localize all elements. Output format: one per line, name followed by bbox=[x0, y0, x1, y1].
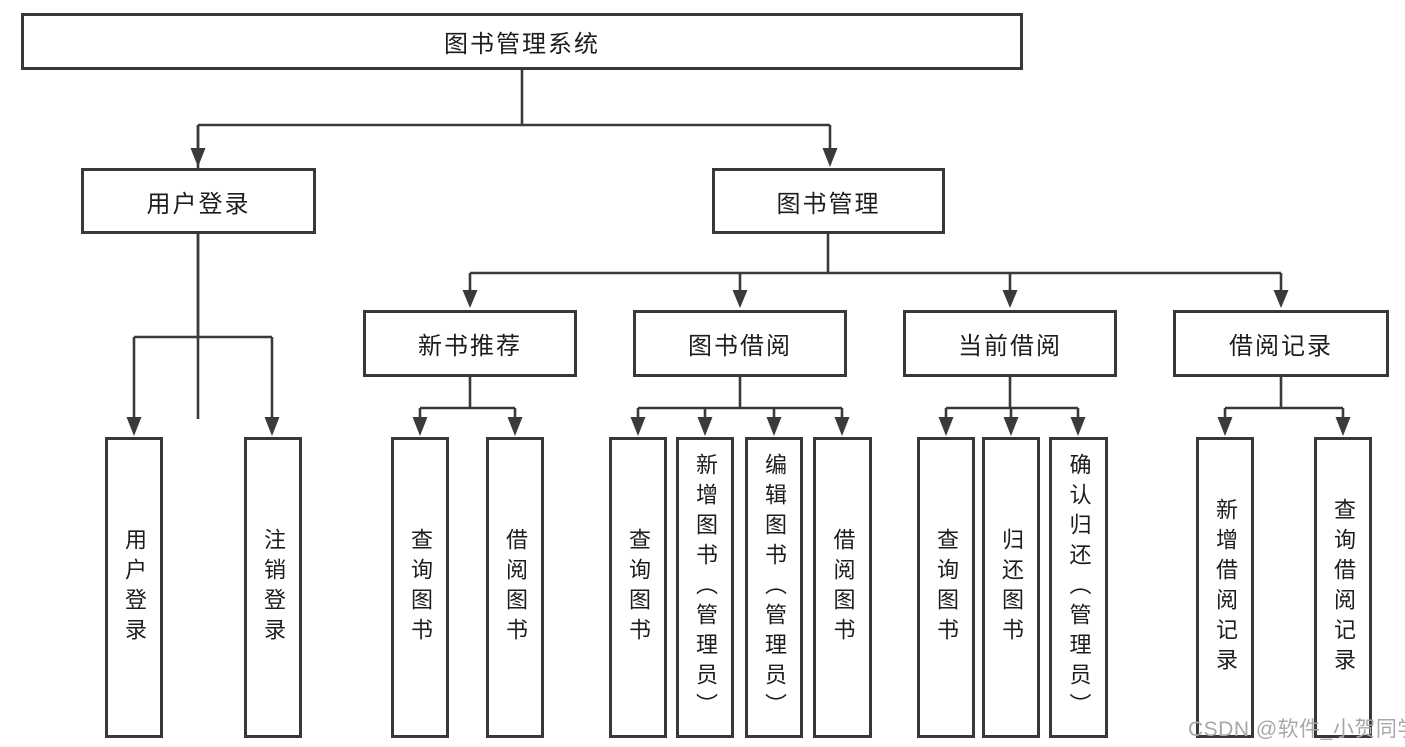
node-borrowing-records: 借阅记录 bbox=[1173, 310, 1389, 377]
leaf-query-books-borrowing: 查询图书 bbox=[609, 437, 667, 738]
leaf-label: 编辑图书（管理员） bbox=[762, 452, 787, 723]
leaf-label: 新增借阅记录 bbox=[1213, 497, 1238, 678]
leaf-query-books-recommend: 查询图书 bbox=[391, 437, 449, 738]
node-user-login-module: 用户登录 bbox=[81, 168, 316, 234]
leaf-add-borrow-record: 新增借阅记录 bbox=[1196, 437, 1254, 738]
leaf-query-books-current: 查询图书 bbox=[917, 437, 975, 738]
leaf-confirm-return-admin: 确认归还（管理员） bbox=[1049, 437, 1108, 738]
leaf-label: 用户登录 bbox=[122, 527, 147, 648]
leaf-edit-books-admin: 编辑图书（管理员） bbox=[745, 437, 803, 738]
leaf-label: 借阅图书 bbox=[830, 527, 856, 648]
leaf-borrow-books-recommend: 借阅图书 bbox=[486, 437, 544, 738]
leaf-add-books-admin: 新增图书（管理员） bbox=[676, 437, 734, 738]
leaf-query-borrow-record: 查询借阅记录 bbox=[1314, 437, 1372, 738]
leaf-label: 注销登录 bbox=[261, 527, 286, 648]
leaf-borrow-books-borrowing: 借阅图书 bbox=[813, 437, 872, 738]
leaf-label: 确认归还（管理员） bbox=[1066, 452, 1092, 723]
leaf-label: 查询图书 bbox=[626, 527, 651, 648]
leaf-label: 借阅图书 bbox=[503, 527, 528, 648]
leaf-label: 查询图书 bbox=[934, 527, 959, 648]
node-current-borrowing: 当前借阅 bbox=[903, 310, 1117, 377]
leaf-logout: 注销登录 bbox=[244, 437, 302, 738]
leaf-return-books: 归还图书 bbox=[982, 437, 1040, 738]
node-book-borrowing: 图书借阅 bbox=[633, 310, 847, 377]
leaf-label: 查询借阅记录 bbox=[1331, 497, 1356, 678]
leaf-label: 新增图书（管理员） bbox=[693, 452, 718, 723]
leaf-user-login: 用户登录 bbox=[105, 437, 163, 738]
node-book-management-module: 图书管理 bbox=[712, 168, 945, 234]
arrowheads bbox=[126, 148, 1351, 436]
node-root-system: 图书管理系统 bbox=[21, 13, 1023, 70]
leaf-label: 查询图书 bbox=[408, 527, 433, 648]
csdn-watermark: CSDN @软件_小贺同学 bbox=[1188, 718, 1405, 741]
leaf-label: 归还图书 bbox=[999, 527, 1024, 648]
node-new-book-recommend: 新书推荐 bbox=[363, 310, 577, 377]
connector-root-to-level2 bbox=[196, 70, 832, 419]
